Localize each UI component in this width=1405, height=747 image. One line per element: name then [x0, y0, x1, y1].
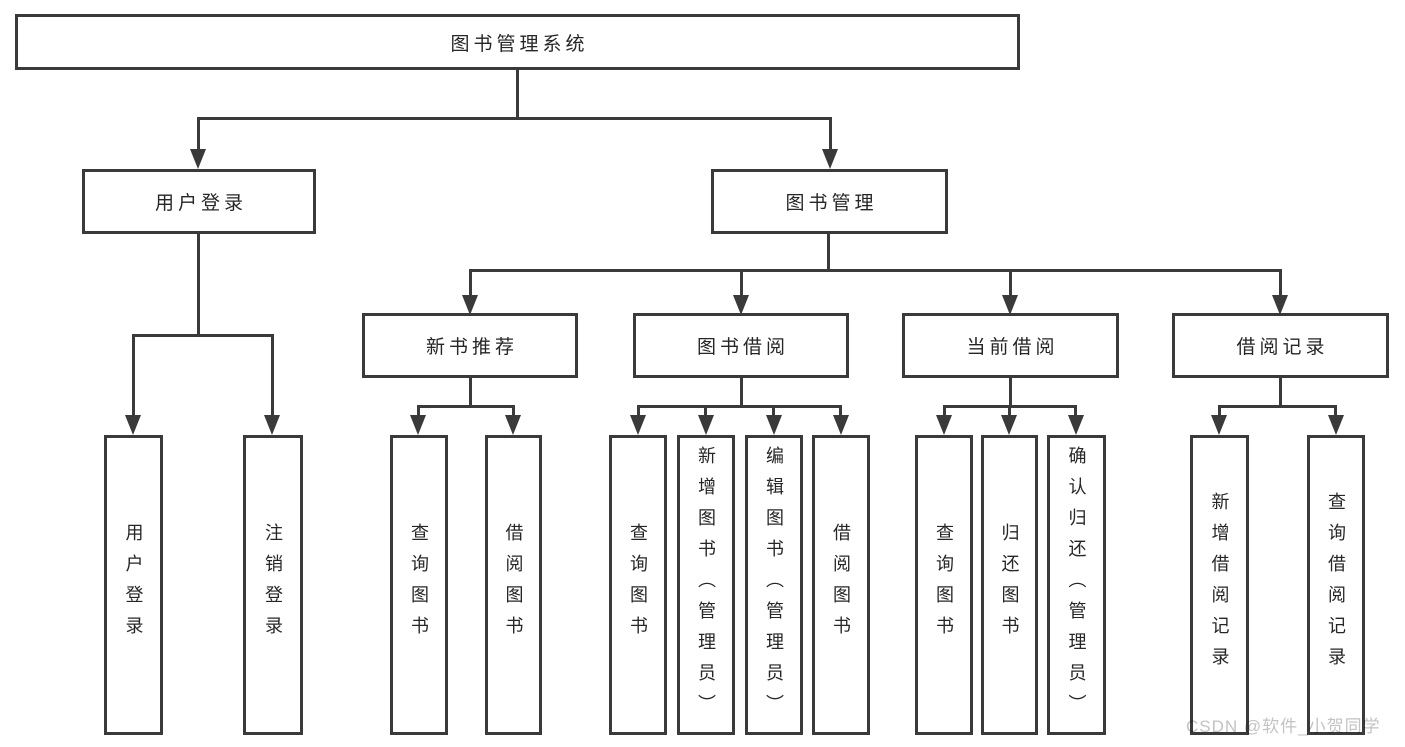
leaf-borrow-borrow-label: 借阅图书 — [831, 523, 851, 647]
connector-line — [1218, 405, 1337, 408]
arrow-down-icon — [190, 149, 206, 169]
connector-line — [197, 117, 200, 152]
leaf-current-return-label: 归还图书 — [999, 523, 1020, 647]
leaf-current-return: 归还图书 — [981, 435, 1038, 735]
connector-line — [1279, 269, 1282, 297]
connector-line — [469, 269, 472, 297]
leaf-borrow-edit-label: 编辑图书（管理员） — [764, 445, 784, 725]
arrow-down-icon — [630, 415, 646, 435]
connector-line — [829, 117, 832, 152]
leaf-current-confirm: 确认归还（管理员） — [1047, 435, 1106, 735]
node-new-book-label: 新书推荐 — [425, 337, 518, 358]
arrow-down-icon — [1211, 415, 1227, 435]
leaf-current-query: 查询图书 — [915, 435, 973, 735]
leaf-logout: 注销登录 — [243, 435, 303, 735]
leaf-borrow-query-label: 查询图书 — [628, 523, 648, 647]
connector-line — [417, 405, 420, 419]
node-current-borrow-label: 当前借阅 — [966, 337, 1059, 358]
arrow-down-icon — [462, 295, 478, 315]
arrow-down-icon — [264, 415, 280, 435]
leaf-borrow-borrow: 借阅图书 — [812, 435, 870, 735]
node-user-login: 用户登录 — [82, 169, 316, 234]
arrow-down-icon — [822, 149, 838, 169]
node-current-borrow: 当前借阅 — [902, 313, 1119, 378]
node-root: 图书管理系统 — [15, 14, 1020, 70]
leaf-borrow-add: 新增图书（管理员） — [677, 435, 735, 735]
connector-line — [1009, 269, 1012, 297]
leaf-borrow-edit: 编辑图书（管理员） — [745, 435, 803, 735]
connector-line — [197, 234, 200, 336]
connector-line — [1008, 405, 1011, 419]
connector-line — [469, 269, 1282, 272]
leaf-record-add: 新增借阅记录 — [1190, 435, 1249, 735]
connector-line — [512, 405, 515, 419]
node-book-borrow-label: 图书借阅 — [696, 337, 789, 358]
connector-line — [1218, 405, 1221, 419]
connector-line — [516, 70, 519, 119]
leaf-borrow-query: 查询图书 — [609, 435, 667, 735]
connector-line — [943, 405, 946, 419]
connector-line — [772, 405, 775, 419]
arrow-down-icon — [766, 415, 782, 435]
leaf-record-query: 查询借阅记录 — [1307, 435, 1365, 735]
leaf-new-borrow-label: 借阅图书 — [503, 523, 524, 647]
node-user-login-label: 用户登录 — [154, 193, 247, 214]
connector-line — [271, 334, 274, 417]
leaf-current-confirm-label: 确认归还（管理员） — [1066, 445, 1087, 725]
arrow-down-icon — [733, 295, 749, 315]
leaf-user-login: 用户登录 — [104, 435, 163, 735]
node-book-mgmt: 图书管理 — [711, 169, 948, 234]
arrow-down-icon — [125, 415, 141, 435]
connector-line — [1279, 378, 1282, 407]
leaf-logout-label: 注销登录 — [263, 523, 283, 647]
leaf-user-login-label: 用户登录 — [123, 523, 144, 647]
connector-line — [740, 378, 743, 407]
connector-line — [1009, 378, 1012, 407]
connector-line — [740, 269, 743, 297]
leaf-current-query-label: 查询图书 — [934, 523, 954, 647]
connector-line — [827, 234, 830, 271]
leaf-new-query: 查询图书 — [390, 435, 448, 735]
arrow-down-icon — [1001, 415, 1017, 435]
connector-line — [132, 334, 274, 337]
leaf-new-borrow: 借阅图书 — [485, 435, 542, 735]
connector-line — [197, 117, 832, 120]
arrow-down-icon — [1068, 415, 1084, 435]
arrow-down-icon — [936, 415, 952, 435]
connector-line — [1334, 405, 1337, 419]
node-borrow-record-label: 借阅记录 — [1236, 337, 1329, 358]
node-book-borrow: 图书借阅 — [633, 313, 849, 378]
arrow-down-icon — [505, 415, 521, 435]
arrow-down-icon — [1328, 415, 1344, 435]
connector-line — [132, 334, 135, 417]
arrow-down-icon — [410, 415, 426, 435]
arrow-down-icon — [833, 415, 849, 435]
connector-line — [839, 405, 842, 419]
node-borrow-record: 借阅记录 — [1172, 313, 1389, 378]
node-root-label: 图书管理系统 — [450, 33, 589, 55]
connector-line — [1074, 405, 1077, 419]
leaf-record-add-label: 新增借阅记录 — [1209, 492, 1230, 678]
node-new-book: 新书推荐 — [362, 313, 578, 378]
arrow-down-icon — [1272, 295, 1288, 315]
connector-line — [469, 378, 472, 407]
leaf-record-query-label: 查询借阅记录 — [1326, 492, 1346, 678]
connector-line — [704, 405, 707, 419]
node-book-mgmt-label: 图书管理 — [785, 193, 878, 214]
leaf-borrow-add-label: 新增图书（管理员） — [696, 445, 716, 725]
leaf-new-query-label: 查询图书 — [409, 523, 429, 647]
connector-line — [417, 405, 515, 408]
connector-line — [637, 405, 640, 419]
arrow-down-icon — [698, 415, 714, 435]
arrow-down-icon — [1002, 295, 1018, 315]
connector-line — [637, 405, 842, 408]
